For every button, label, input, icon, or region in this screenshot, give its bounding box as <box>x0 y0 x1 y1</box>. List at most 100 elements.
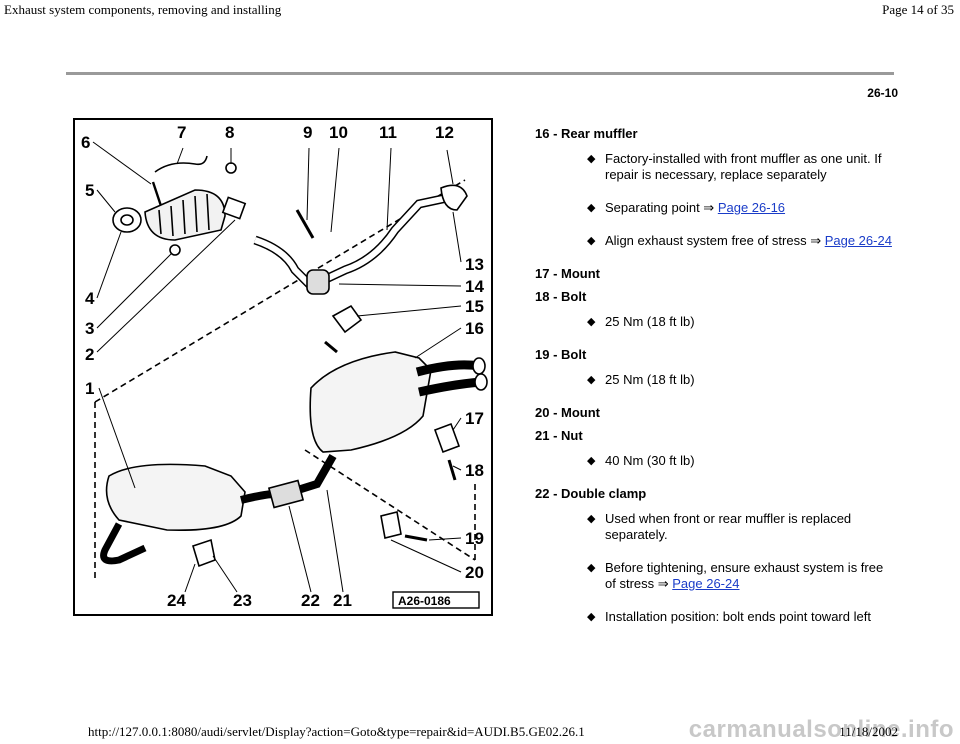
diamond-bullet-icon: ◆ <box>587 153 596 165</box>
legend-item-heading: 21 - Nut <box>535 428 583 443</box>
leader-22 <box>288 505 312 593</box>
gasket-part <box>221 196 247 220</box>
diamond-bullet-icon: ◆ <box>587 374 596 386</box>
clamp-part <box>440 184 468 211</box>
leader-4 <box>96 231 122 299</box>
figure-code: A26-0186 <box>398 594 451 608</box>
leader-5 <box>96 189 116 213</box>
bolt-lower-right <box>404 534 428 542</box>
callout-3: 3 <box>85 319 94 338</box>
leader-2 <box>96 219 236 353</box>
document-title: Exhaust system components, removing and … <box>4 2 282 17</box>
intermediate-pipe <box>254 195 448 290</box>
mount-right <box>433 422 461 454</box>
intermediate-pipe-outline <box>253 193 448 292</box>
mount-lower-right <box>380 511 402 539</box>
leader-11 <box>386 147 392 231</box>
legend-item-heading: 20 - Mount <box>535 405 600 420</box>
legend-bullet-text: 25 Nm (18 ft lb) <box>605 372 695 387</box>
nut-part <box>169 244 181 256</box>
legend-item-heading: 17 - Mount <box>535 266 600 281</box>
parts-legend: 16 - Rear muffler◆Factory-installed with… <box>535 126 895 642</box>
legend-bullet: ◆ 25 Nm (18 ft lb) <box>587 314 895 330</box>
callout-1: 1 <box>85 379 94 398</box>
callout-23: 23 <box>233 591 252 610</box>
converter-ribs <box>158 193 210 237</box>
callout-4: 4 <box>85 289 95 308</box>
page-link[interactable]: Page 26-16 <box>717 200 786 215</box>
legend-item-heading: 19 - Bolt <box>535 347 587 362</box>
legend-bullet-text: Factory-installed with front muffler as … <box>605 151 882 182</box>
legend-bullet: ◆ Align exhaust system free of stress ⇒ P… <box>587 233 895 249</box>
callout-11: 11 <box>379 123 397 142</box>
footer-url: http://127.0.0.1:8080/audi/servlet/Displ… <box>88 724 585 739</box>
callout-17: 17 <box>465 409 484 428</box>
front-muffler <box>105 463 246 532</box>
callout-13: 13 <box>465 255 484 274</box>
leader-7 <box>176 147 184 165</box>
legend-bullet-text: Installation position: bolt ends point t… <box>605 609 871 624</box>
callout-9: 9 <box>303 123 312 142</box>
diamond-bullet-icon: ◆ <box>587 455 596 467</box>
callout-14: 14 <box>465 277 484 296</box>
flange-part <box>112 207 142 233</box>
legend-bullet-text: 40 Nm (30 ft lb) <box>605 453 695 468</box>
callout-8: 8 <box>225 123 234 142</box>
leader-24 <box>184 563 196 593</box>
page-indicator: Page 14 of 35 <box>882 2 954 17</box>
dashed-line-upper <box>94 179 466 403</box>
legend-bullet: ◆ 40 Nm (30 ft lb) <box>587 453 895 469</box>
callout-20: 20 <box>465 563 484 582</box>
figure-code-box <box>392 591 480 609</box>
diamond-bullet-icon: ◆ <box>587 316 596 328</box>
legend-bullet: ◆Before tightening, ensure exhaust syste… <box>587 560 895 592</box>
nut-part-top <box>225 162 237 174</box>
diamond-bullet-icon: ◆ <box>587 202 596 214</box>
legend-bullet: ◆ 25 Nm (18 ft lb) <box>587 372 895 388</box>
callout-10: 10 <box>329 123 348 142</box>
leader-10 <box>330 147 340 233</box>
leader-21 <box>326 489 344 593</box>
rear-muffler <box>309 351 432 453</box>
diamond-bullet-icon: ◆ <box>587 235 596 247</box>
oxygen-sensor <box>151 181 163 207</box>
callout-21: 21 <box>333 591 352 610</box>
leader-18 <box>452 465 462 471</box>
diamond-bullet-icon: ◆ <box>587 513 596 525</box>
callout-5: 5 <box>85 181 94 200</box>
page-link[interactable]: Page 26-24 <box>824 233 892 248</box>
callout-22: 22 <box>301 591 320 610</box>
exhaust-diagram-drawing: 6 5 4 3 2 1 7 8 9 10 11 12 13 14 15 16 1… <box>81 123 488 610</box>
callout-24: 24 <box>167 591 186 610</box>
callout-12: 12 <box>435 123 454 142</box>
leader-19 <box>428 537 462 541</box>
callout-2: 2 <box>85 345 94 364</box>
bolt-upper <box>324 340 338 354</box>
callout-19: 19 <box>465 529 484 548</box>
legend-bullet-text: 25 Nm (18 ft lb) <box>605 314 695 329</box>
legend-bullet: ◆Separating point ⇒ Page 26-16 <box>587 200 895 216</box>
legend-bullet: ◆ Factory-installed with front muffler as… <box>587 151 895 183</box>
exhaust-diagram: 6 5 4 3 2 1 7 8 9 10 11 12 13 14 15 16 1… <box>73 118 493 616</box>
flange-hole <box>120 214 134 226</box>
mount-upper <box>331 304 363 334</box>
leader-23 <box>212 555 238 593</box>
front-pipe <box>100 522 147 565</box>
page-link[interactable]: Page 26-24 <box>672 576 740 591</box>
leader-1 <box>98 387 136 489</box>
callout-15: 15 <box>465 297 484 316</box>
legend-bullet: ◆Installation position: bolt ends point … <box>587 609 895 625</box>
bolt-right <box>447 459 457 481</box>
legend-bullet-text: Align exhaust system free of stress ⇒ <box>605 233 825 248</box>
dashed-line-right <box>304 449 476 561</box>
leader-9 <box>306 147 310 221</box>
legend-bullet-text: Used when front or rear muffler is repla… <box>605 511 852 542</box>
flex-joint <box>306 269 330 295</box>
section-number: 26-10 <box>867 86 898 100</box>
sensor-wire <box>154 155 208 173</box>
leader-13 <box>452 211 462 263</box>
callout-7: 7 <box>177 123 186 142</box>
leader-17 <box>452 417 462 431</box>
leader-15 <box>356 305 462 317</box>
footer-date: 11/18/2002 <box>839 724 898 739</box>
